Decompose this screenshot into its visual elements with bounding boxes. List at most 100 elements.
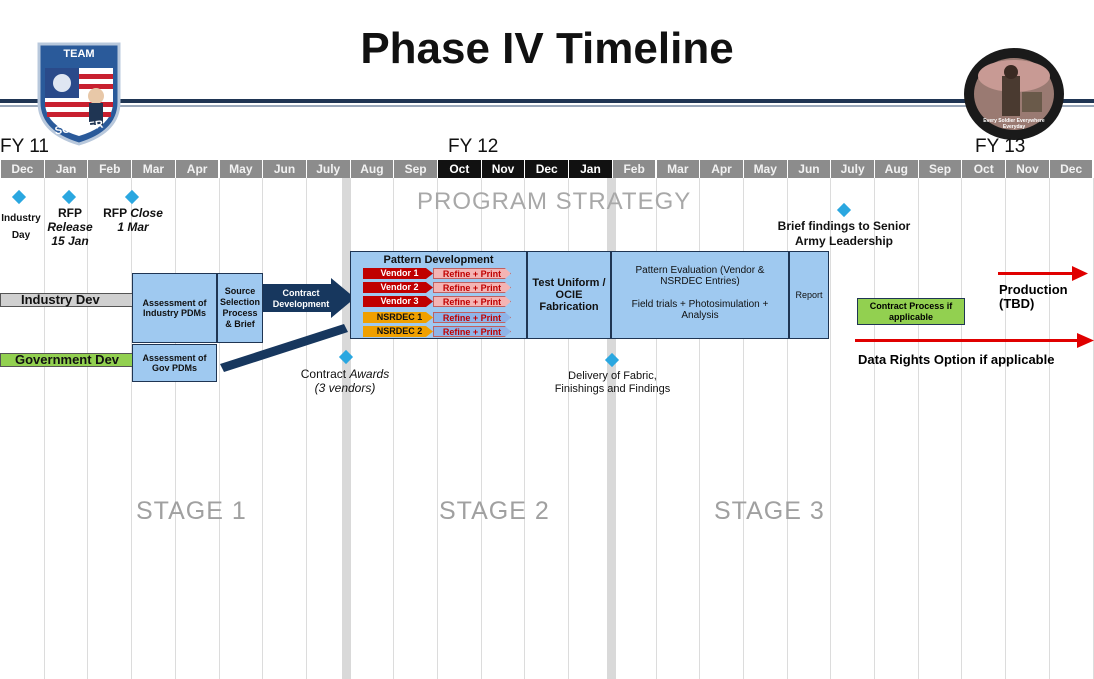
stage-divider-band	[607, 178, 616, 679]
pattern-row-name: Vendor 3	[363, 296, 433, 307]
milestone-diamond-icon	[11, 189, 27, 205]
data-rights-arrow	[855, 333, 1094, 349]
month-cell: Apr	[700, 160, 743, 178]
pattern-row-action: Refine + Print	[433, 326, 511, 337]
gridline	[961, 178, 962, 679]
pattern-row-action: Refine + Print	[433, 312, 511, 323]
gridline	[918, 178, 919, 679]
program-strategy-label: PROGRAM STRATEGY	[417, 188, 692, 215]
month-cell: Mar	[656, 160, 700, 178]
data-rights-label: Data Rights Option if applicable	[858, 352, 1055, 367]
gridline	[656, 178, 657, 679]
month-cell: Feb	[88, 160, 132, 178]
fy-label: FY 12	[448, 136, 499, 157]
gridline	[787, 178, 788, 679]
gridline	[219, 178, 220, 679]
month-cell: Aug	[875, 160, 918, 178]
milestone-diamond-icon	[124, 189, 140, 205]
milestone-diamond-icon	[836, 202, 852, 218]
month-cell: Sep	[918, 160, 962, 178]
pattern-row-action: Refine + Print	[433, 282, 511, 293]
gridline	[568, 178, 569, 679]
month-cell: Aug	[350, 160, 394, 178]
stage-label: STAGE 1	[136, 497, 247, 525]
seal-motto: Every Soldier Everywhere Everyday	[983, 118, 1045, 130]
contract-development-arrow: Contract Development	[263, 278, 355, 318]
logo-team-text: TEAM	[63, 48, 95, 60]
industry-dev-track: Industry Dev	[0, 293, 134, 307]
assessment-industry-box: Assessment of Industry PDMs	[132, 273, 217, 343]
month-cell: Apr	[175, 160, 219, 178]
milestone-delivery: Delivery of Fabric,Finishings and Findin…	[554, 370, 671, 395]
page-title: Phase IV Timeline	[360, 24, 734, 73]
pattern-row-name: Vendor 1	[363, 268, 433, 279]
pattern-row-name: NSRDEC 1	[363, 312, 433, 323]
gov-connector-arrow	[220, 322, 350, 372]
gridline	[87, 178, 88, 679]
pattern-row-action: Refine + Print	[433, 296, 511, 307]
pattern-evaluation-box: Pattern Evaluation (Vendor & NSRDEC Entr…	[611, 251, 789, 339]
month-cell: Dec	[1049, 160, 1093, 178]
pattern-evaluation-detail: Field trials + Photosimulation + Analysi…	[631, 299, 769, 321]
assessment-gov-box: Assessment of Gov PDMs	[132, 344, 217, 382]
gridline	[1049, 178, 1050, 679]
month-cell: May	[219, 160, 263, 178]
stage-label: STAGE 2	[439, 497, 550, 525]
milestone-diamond-icon	[61, 189, 77, 205]
gridline	[437, 178, 438, 679]
gridline	[131, 178, 132, 679]
team-soldier-logo: TEAM SOLDIER	[35, 40, 123, 146]
gridline	[306, 178, 307, 679]
gridline	[699, 178, 700, 679]
month-cell: Jan	[569, 160, 612, 178]
month-cell: July	[831, 160, 874, 178]
pattern-row-name: Vendor 2	[363, 282, 433, 293]
header-rule-thin	[0, 105, 1094, 107]
gridline	[481, 178, 482, 679]
month-cell: Nov	[481, 160, 525, 178]
contract-process-box: Contract Process if applicable	[857, 298, 965, 325]
production-label: Production(TBD)	[999, 282, 1068, 311]
production-arrow	[998, 266, 1088, 282]
month-cell: Mar	[132, 160, 175, 178]
gridline	[1005, 178, 1006, 679]
gridline	[830, 178, 831, 679]
pattern-evaluation-title: Pattern Evaluation (Vendor & NSRDEC Entr…	[635, 265, 765, 287]
contract-development-label: Contract Development	[272, 288, 330, 309]
month-cell: May	[743, 160, 787, 178]
month-cell: Feb	[612, 160, 656, 178]
month-cell: Dec	[525, 160, 569, 178]
milestone-contract-awards: Contract Awards (3 vendors)	[300, 367, 390, 395]
milestone-rfp-release: RFP Release 15 Jan	[47, 206, 93, 248]
pattern-row-name: NSRDEC 2	[363, 326, 433, 337]
month-cell: Dec	[1, 160, 44, 178]
milestone-rfp-close: RFP Close 1 Mar	[103, 206, 163, 234]
fy-label: FY 13	[975, 136, 1026, 157]
gridline	[743, 178, 744, 679]
gridline	[874, 178, 875, 679]
government-dev-track: Government Dev	[0, 353, 134, 367]
month-cell: Nov	[1006, 160, 1049, 178]
gridline	[393, 178, 394, 679]
seal-logo: Every Soldier Everywhere Everyday	[962, 46, 1066, 142]
gridline	[175, 178, 176, 679]
month-cell: Oct	[438, 160, 481, 178]
month-cell: Oct	[962, 160, 1006, 178]
pattern-development-title: Pattern Development	[383, 254, 494, 266]
gridline	[262, 178, 263, 679]
stage-divider-band	[342, 178, 351, 679]
month-cell: Jun	[787, 160, 831, 178]
stage-label: STAGE 3	[714, 497, 825, 525]
header-rule	[0, 99, 1094, 103]
month-cell: Jan	[44, 160, 88, 178]
pattern-row-action: Refine + Print	[433, 268, 511, 279]
fy-label: FY 11	[0, 136, 49, 157]
source-selection-box: Source Selection Process & Brief	[217, 273, 263, 343]
